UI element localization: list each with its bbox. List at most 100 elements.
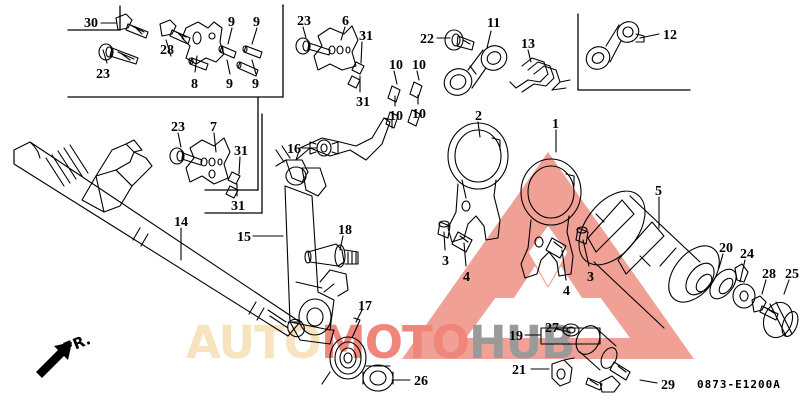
front-direction-arrow xyxy=(36,342,72,378)
switch-clip-21 xyxy=(551,357,575,387)
callout-11: 11 xyxy=(487,16,501,31)
lock-nut-26 xyxy=(362,364,394,392)
callout-7: 7 xyxy=(210,120,217,135)
callout-24: 24 xyxy=(740,247,754,262)
callout-9-d: 9 xyxy=(252,77,259,92)
callout-9-b: 9 xyxy=(253,15,260,30)
callout-20: 20 xyxy=(719,241,733,256)
callout-18: 18 xyxy=(338,223,352,238)
callout-6: 6 xyxy=(342,14,349,29)
return-spring-17 xyxy=(321,317,367,385)
callout-2: 2 xyxy=(475,109,482,124)
roller-pin-16 xyxy=(309,139,339,157)
drum-plate-7 xyxy=(185,137,231,185)
callout-13: 13 xyxy=(521,37,535,52)
flange-bolt-28-right xyxy=(751,295,779,321)
dowel-pin-10-a xyxy=(387,85,401,103)
callout-4-a: 4 xyxy=(463,270,470,285)
callout-26: 26 xyxy=(414,374,428,389)
dowel-pin-10-d xyxy=(407,109,421,127)
shaft-arm xyxy=(81,139,153,213)
callout-12: 12 xyxy=(663,28,677,43)
diagram-code: 0873-E1200A xyxy=(697,378,781,391)
callout-10-b: 10 xyxy=(412,58,426,73)
callout-14: 14 xyxy=(174,215,188,230)
guide-pin-3-b xyxy=(575,226,589,245)
bolt-22 xyxy=(444,29,475,51)
oil-seal-20 xyxy=(709,268,737,300)
dowel-pin-10-b xyxy=(409,81,423,99)
callout-29: 29 xyxy=(661,378,675,393)
callout-5: 5 xyxy=(655,184,662,199)
callout-17: 17 xyxy=(358,299,372,314)
group-box-part7 xyxy=(204,113,263,214)
set-plate-24 xyxy=(732,263,756,309)
dowel-pin-9-d xyxy=(236,61,259,77)
washer-bolt-23-low xyxy=(169,147,203,166)
group-box-upper-right xyxy=(577,13,691,91)
callout-31-d: 31 xyxy=(231,199,245,214)
callout-10-a: 10 xyxy=(389,58,403,73)
shift-fork-2 xyxy=(447,122,509,243)
o-ring-27 xyxy=(562,323,580,337)
shift-arm-15 xyxy=(275,117,393,345)
guide-pin-4-a xyxy=(451,231,473,253)
washer-bolt-23-top xyxy=(98,43,139,65)
callout-31-a: 31 xyxy=(359,29,373,44)
bracket-19 xyxy=(540,327,601,345)
neutral-switch-19 xyxy=(575,325,631,381)
callout-23-top: 23 xyxy=(96,67,110,82)
dowel-pin-9-b xyxy=(242,45,263,59)
drum-cap-25 xyxy=(762,301,799,339)
dowel-pin-9-c xyxy=(188,57,209,71)
leader-lines xyxy=(100,22,790,384)
guide-pin-4-b xyxy=(545,237,567,259)
shift-link-arm-12 xyxy=(585,21,645,70)
callout-9-c: 9 xyxy=(226,77,233,92)
callout-30: 30 xyxy=(84,16,98,31)
shift-drum-5 xyxy=(578,190,720,329)
washer-bolt-23-mid xyxy=(295,37,331,56)
shift-fork-1 xyxy=(520,158,582,279)
callout-23-low: 23 xyxy=(171,120,185,135)
pivot-bolt-18 xyxy=(304,243,359,268)
clip-bolt-29 xyxy=(585,375,621,393)
callout-27: 27 xyxy=(545,321,559,336)
group-box-upper xyxy=(67,4,284,98)
pin-31-d xyxy=(225,185,239,199)
shift-link-arm-11 xyxy=(443,45,508,96)
callout-9-a: 9 xyxy=(228,15,235,30)
dowel-pin-9-a xyxy=(218,45,237,59)
pin-31-c xyxy=(227,171,241,185)
bolt-30 xyxy=(115,13,149,39)
pin-31-b xyxy=(347,75,361,89)
group-box-mid xyxy=(204,96,259,191)
drum-star-plate-6 xyxy=(313,25,359,71)
callout-8: 8 xyxy=(191,77,198,92)
callout-22: 22 xyxy=(420,32,434,47)
callout-16: 16 xyxy=(287,142,301,157)
callout-3-a: 3 xyxy=(442,254,449,269)
callout-10-c: 10 xyxy=(389,109,403,124)
dowel-pin-10-c xyxy=(385,111,399,129)
callout-31-b: 31 xyxy=(356,95,370,110)
callout-4-b: 4 xyxy=(563,284,570,299)
callout-15: 15 xyxy=(237,230,251,245)
callout-3-b: 3 xyxy=(587,270,594,285)
callout-28-right: 28 xyxy=(762,267,776,282)
pin-31-a xyxy=(351,61,365,75)
callout-31-c: 31 xyxy=(234,144,248,159)
callout-21: 21 xyxy=(512,363,526,378)
callout-25: 25 xyxy=(785,267,799,282)
guide-pin-3-a xyxy=(437,220,451,239)
flange-bolt-28 xyxy=(159,19,191,45)
callout-19: 19 xyxy=(509,329,523,344)
torsion-spring-13 xyxy=(509,57,571,93)
stopper-plate-8 xyxy=(181,21,225,65)
callout-10-d: 10 xyxy=(412,107,426,122)
callout-28-top: 28 xyxy=(160,43,174,58)
shift-shaft-14 xyxy=(13,141,305,338)
callout-1: 1 xyxy=(552,117,559,132)
